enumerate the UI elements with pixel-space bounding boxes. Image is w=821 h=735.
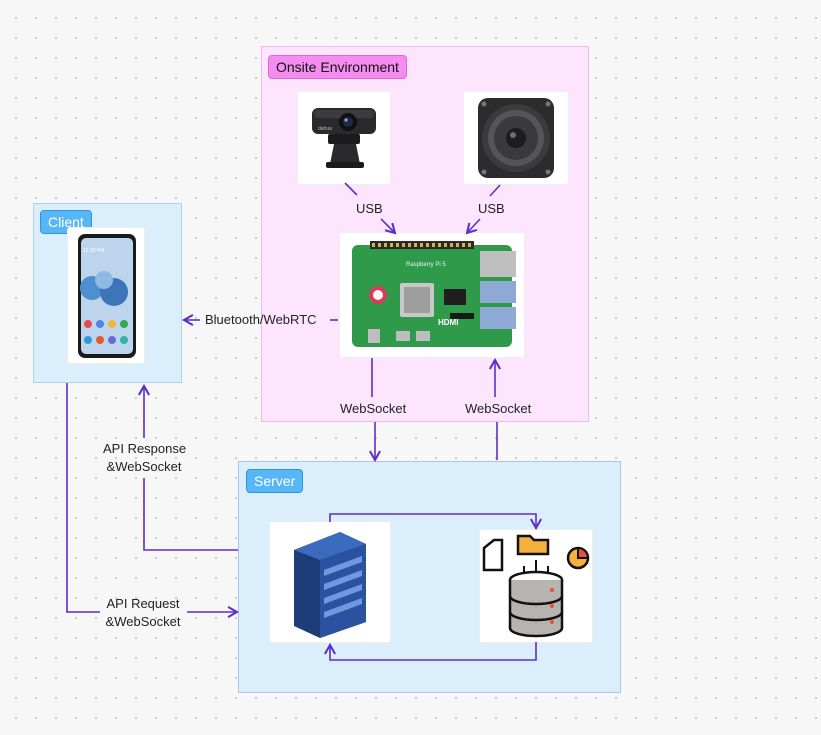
speaker-icon bbox=[478, 98, 554, 178]
database-card bbox=[480, 530, 592, 642]
usb-right-edge-top bbox=[489, 184, 501, 197]
camera-brand-text: dahua bbox=[318, 126, 332, 132]
webcam-icon: dahua bbox=[312, 108, 376, 168]
database-icon bbox=[482, 534, 590, 638]
smartphone-card: 12:30 PM bbox=[68, 228, 144, 363]
websocket-up-label: WebSocket bbox=[465, 401, 532, 416]
server-rack-card bbox=[270, 522, 390, 642]
raspberry-pi-board-icon: Raspberry Pi 5 HDMI bbox=[352, 241, 516, 347]
usb-left-edge-top bbox=[344, 182, 358, 196]
speaker-card bbox=[464, 92, 568, 184]
api-response-line-1: API Response bbox=[103, 441, 187, 456]
api-response-line-2: &WebSocket bbox=[106, 459, 182, 474]
server-to-database-edge bbox=[329, 513, 543, 531]
api-response-edge-bottom bbox=[143, 478, 238, 551]
server-label: Server bbox=[246, 469, 304, 493]
hdmi-label: HDMI bbox=[438, 318, 458, 327]
server-rack-icon bbox=[294, 532, 366, 638]
api-request-edge-left bbox=[66, 383, 100, 613]
folder-icon bbox=[516, 534, 550, 556]
phone-time-text: 12:30 PM bbox=[83, 248, 104, 254]
usb-left-label: USB bbox=[356, 201, 383, 216]
api-request-line-2: &WebSocket bbox=[105, 614, 181, 629]
usb-right-label: USB bbox=[478, 201, 505, 216]
webcam-card: dahua bbox=[298, 92, 390, 184]
api-request-line-1: API Request bbox=[106, 596, 180, 611]
onsite-environment-label: Onsite Environment bbox=[268, 55, 407, 79]
document-icon bbox=[482, 538, 504, 572]
database-to-server-edge bbox=[323, 642, 537, 661]
raspberry-pi-card: Raspberry Pi 5 HDMI bbox=[340, 233, 524, 357]
smartphone-icon: 12:30 PM bbox=[78, 234, 136, 358]
api-request-label: API Request &WebSocket bbox=[104, 595, 182, 631]
bluetooth-webrtc-label: Bluetooth/WebRTC bbox=[205, 312, 317, 327]
usb-left-edge bbox=[380, 218, 397, 235]
websocket-down-label: WebSocket bbox=[340, 401, 407, 416]
api-response-label: API Response &WebSocket bbox=[103, 440, 187, 476]
usb-right-edge bbox=[465, 218, 481, 235]
board-brand-text: Raspberry Pi 5 bbox=[406, 262, 446, 268]
